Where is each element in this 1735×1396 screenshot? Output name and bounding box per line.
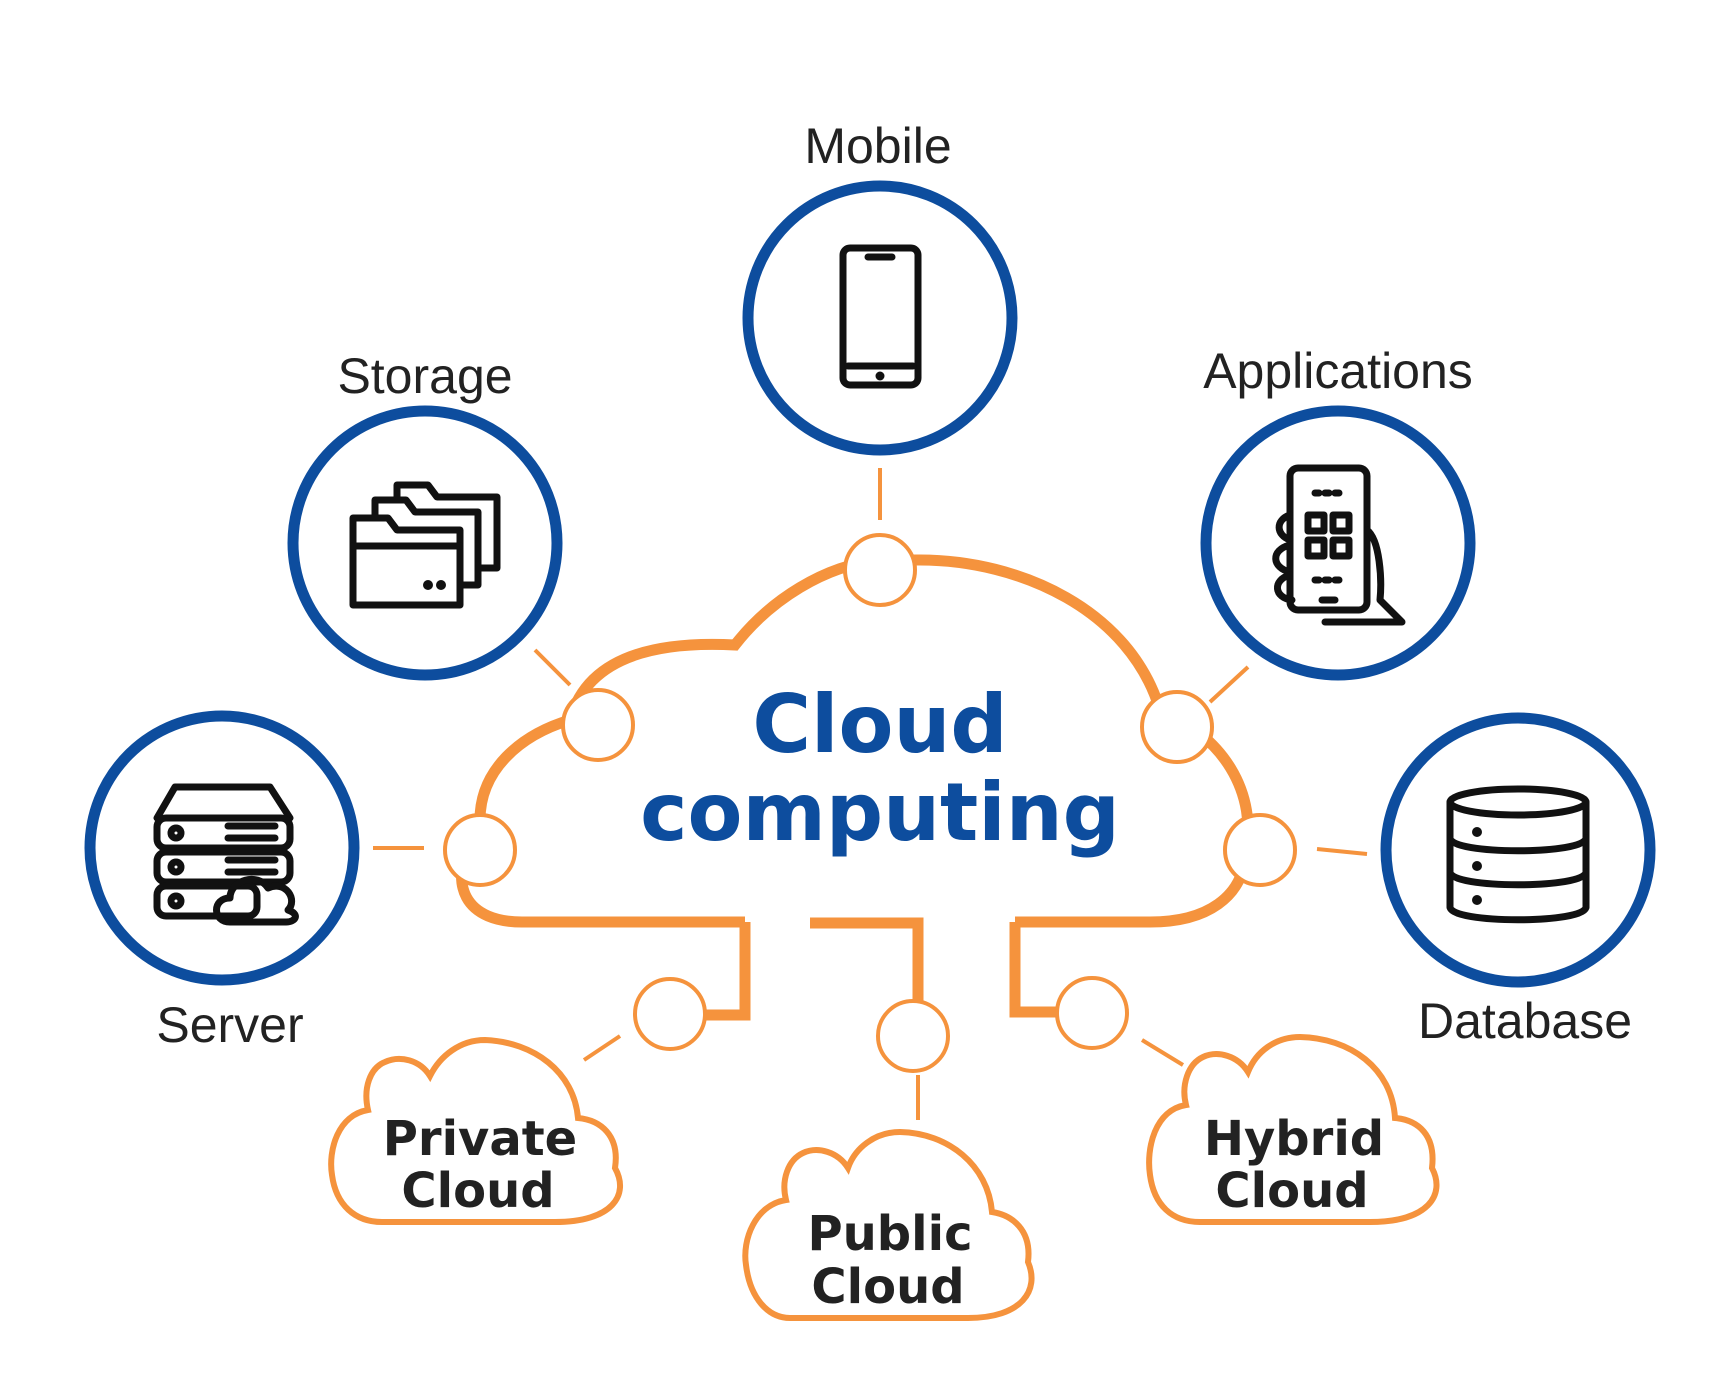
connector-hybrid [1140,1038,1185,1067]
node-server [443,813,517,887]
hybrid-cloud-line1: Hybrid [1204,1111,1384,1167]
private-cloud-line1: Private [383,1111,577,1167]
cloud-type-public: Public Cloud [742,1128,1035,1321]
private-cloud-outline [328,1036,623,1225]
service-storage: Storage [287,348,563,681]
public-cloud-line1: Public [807,1206,972,1262]
service-database: Database [1380,712,1656,1049]
private-cloud-line2: Cloud [401,1163,554,1219]
node-private [633,977,707,1051]
connector-applications [1208,665,1250,704]
service-mobile: Mobile [742,118,1018,456]
storage-label: Storage [337,348,512,404]
cloud-type-private: Private Cloud [328,1036,623,1225]
mobile-ring [742,180,1018,456]
connector-private [582,1034,622,1062]
folders-icon [349,481,501,609]
node-mobile [843,533,917,607]
public-cloud-outline [742,1128,1035,1321]
server-label: Server [156,997,303,1053]
diagram-title-line2: computing [640,766,1120,859]
service-server: Server [84,710,360,1053]
cloud-type-hybrid: Hybrid Cloud [1146,1033,1440,1225]
node-applications [1140,690,1214,764]
node-storage [561,688,635,762]
database-icon [1446,785,1590,924]
database-label: Database [1418,993,1632,1049]
hand-holding-phone-icon [1272,464,1406,626]
stem-private [702,922,751,1021]
main-cloud-outline [456,554,1254,928]
connection-nodes [443,533,1297,1073]
connector-lines [373,468,1368,1120]
hybrid-cloud-line2: Cloud [1215,1163,1368,1219]
public-cloud-line2: Cloud [811,1259,964,1315]
diagram-title-line1: Cloud [752,678,1007,771]
node-database [1223,813,1297,887]
applications-label: Applications [1203,343,1473,399]
server-cloud-icon [153,783,299,926]
mobile-label: Mobile [804,118,951,174]
connector-database [1316,847,1368,856]
node-hybrid [1055,976,1129,1050]
node-public [876,999,950,1073]
service-applications: Applications [1200,343,1476,681]
stem-hybrid [1009,922,1058,1018]
stem-public [810,917,924,1005]
smartphone-icon [839,244,922,389]
connector-storage [533,648,572,687]
hybrid-cloud-outline [1146,1033,1440,1225]
